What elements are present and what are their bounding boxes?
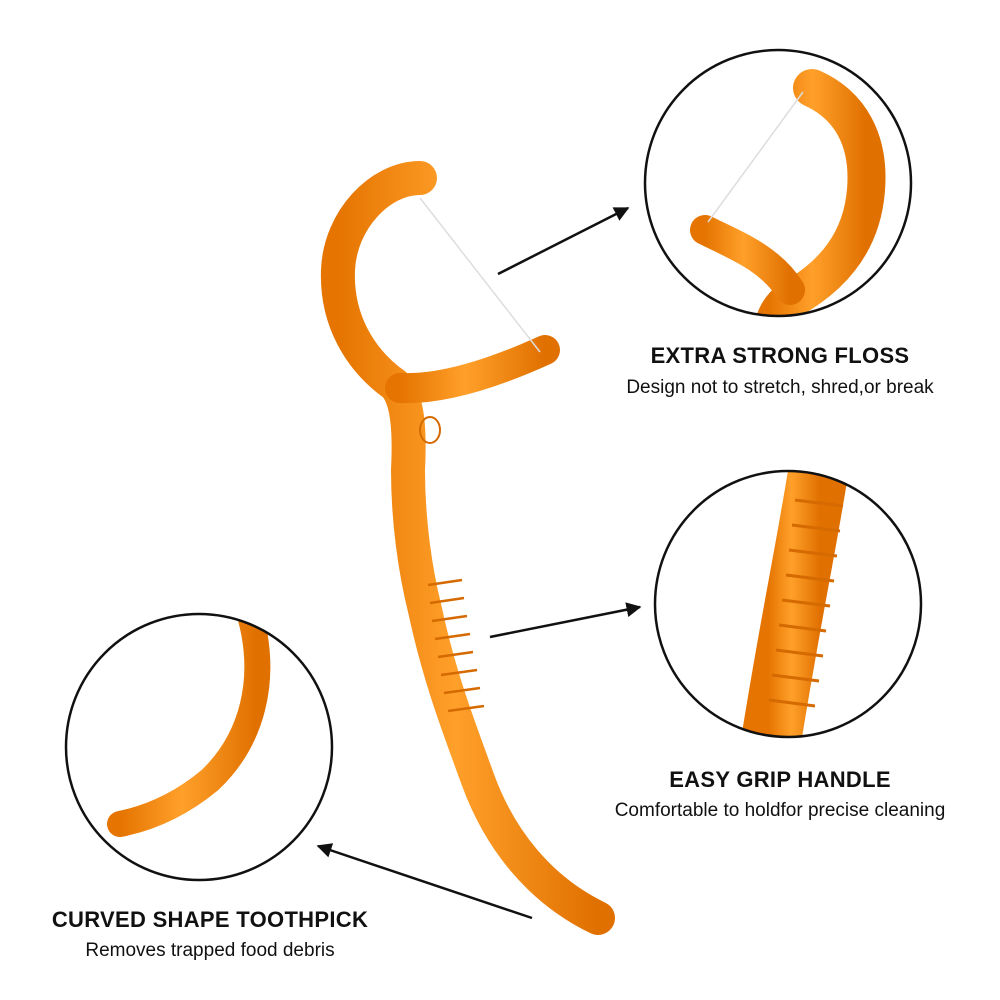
closeup-handle: [653, 469, 923, 739]
feature-title-toothpick: CURVED SHAPE TOOTHPICK: [51, 907, 369, 932]
feature-title-floss: EXTRA STRONG FLOSS: [650, 343, 910, 368]
feature-subtitle-floss: Design not to stretch, shred,or break: [626, 377, 934, 398]
feature-title-handle: EASY GRIP HANDLE: [669, 767, 891, 792]
feature-subtitle-toothpick: Removes trapped food debris: [85, 940, 335, 961]
floss-string: [419, 197, 541, 353]
closeup-floss: [643, 48, 913, 318]
feature-subtitle-handle: Comfortable to holdfor precise cleaning: [614, 800, 946, 821]
arrow-toothpick: [316, 843, 533, 920]
grip-ridges: [427, 578, 485, 713]
floss-pick: [320, 161, 615, 935]
closeup-toothpick: [64, 612, 334, 882]
arrow-handle: [489, 602, 642, 639]
arrow-floss: [497, 206, 630, 276]
pointer-arrows: [316, 206, 642, 920]
